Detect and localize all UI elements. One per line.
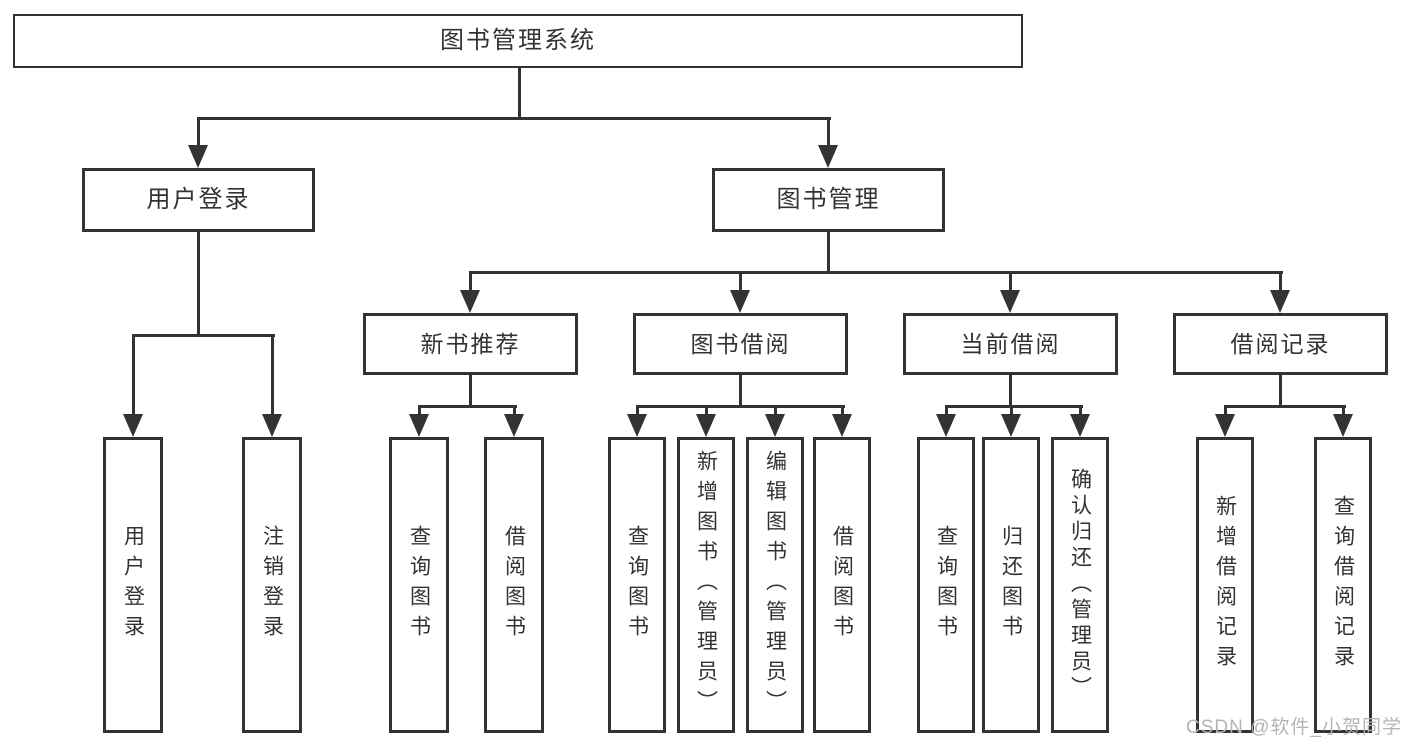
connector-drop-query-books-1 — [418, 406, 421, 420]
leaf-edit-books-admin: 编辑图书（管理员） — [746, 437, 804, 733]
arrow-query-record — [1333, 414, 1353, 437]
leaf-label: 编辑图书（管理员） — [763, 450, 787, 720]
connector-drop-current-borrow — [1009, 272, 1012, 294]
leaf-label: 新增图书（管理员） — [694, 450, 718, 720]
leaf-label: 确认归还（管理员） — [1068, 468, 1092, 702]
leaf-label: 查询图书 — [934, 525, 958, 645]
leaf-label: 查询图书 — [407, 525, 431, 645]
node-label: 用户登录 — [146, 186, 251, 213]
node-label: 新书推荐 — [420, 330, 521, 357]
leaf-label: 注销登录 — [260, 525, 284, 645]
connector-drop-query-books-3 — [945, 406, 948, 420]
connector-userlogin-bar — [132, 334, 275, 337]
arrow-current-borrow — [1000, 290, 1020, 313]
node-label: 图书管理系统 — [440, 27, 596, 54]
connector-currentborrow-bar — [945, 405, 1083, 408]
connector-currentborrow-stem — [1009, 375, 1012, 406]
leaf-user-login: 用户登录 — [103, 437, 163, 733]
leaf-label: 借阅图书 — [830, 525, 854, 645]
arrow-book-management — [818, 145, 838, 168]
arrow-edit-books — [765, 414, 785, 437]
connector-drop-borrow-books-1 — [513, 406, 516, 420]
connector-drop-book-borrow — [739, 272, 742, 294]
connector-drop-query-record — [1342, 406, 1345, 420]
node-current-borrowing: 当前借阅 — [903, 313, 1118, 375]
arrow-borrow-records — [1270, 290, 1290, 313]
arrow-return-books — [1001, 414, 1021, 437]
connector-drop-book-management — [827, 118, 830, 150]
connector-drop-confirm-return — [1079, 406, 1082, 420]
node-label: 图书管理 — [776, 186, 881, 213]
leaf-label: 新增借阅记录 — [1213, 495, 1237, 675]
node-label: 借阅记录 — [1230, 330, 1331, 357]
leaf-query-borrow-record: 查询借阅记录 — [1314, 437, 1372, 733]
leaf-borrow-books: 借阅图书 — [813, 437, 871, 733]
connector-bookmgmt-bar — [469, 271, 1283, 274]
arrow-query-books-2 — [627, 414, 647, 437]
connector-drop-login — [132, 335, 135, 420]
arrow-query-books-3 — [936, 414, 956, 437]
connector-drop-add-books — [705, 406, 708, 420]
connector-drop-add-record — [1224, 406, 1227, 420]
connector-records-stem — [1279, 375, 1282, 406]
leaf-label: 归还图书 — [999, 525, 1023, 645]
arrow-query-books-1 — [409, 414, 429, 437]
arrow-login — [123, 414, 143, 437]
connector-drop-new-books — [469, 272, 472, 294]
connector-newbooks-stem — [469, 375, 472, 406]
arrow-user-login — [188, 145, 208, 168]
node-label: 当前借阅 — [960, 330, 1061, 357]
leaf-return-books: 归还图书 — [982, 437, 1040, 733]
connector-drop-return-books — [1010, 406, 1013, 420]
arrow-book-borrow — [730, 290, 750, 313]
node-library-management-system: 图书管理系统 — [13, 14, 1023, 68]
connector-drop-query-books-2 — [636, 406, 639, 420]
connector-drop-user-login — [197, 118, 200, 150]
arrow-logout — [262, 414, 282, 437]
connector-root-stem — [518, 68, 521, 118]
leaf-borrow-books-recommend: 借阅图书 — [484, 437, 544, 733]
connector-drop-logout — [271, 335, 274, 420]
node-label: 图书借阅 — [690, 330, 791, 357]
connector-drop-edit-books — [774, 406, 777, 420]
arrow-new-books — [460, 290, 480, 313]
connector-bookmgmt-stem — [827, 232, 830, 272]
csdn-watermark: CSDN @软件_小贺同学 — [1186, 717, 1402, 738]
arrow-borrow-books-2 — [832, 414, 852, 437]
connector-bookborrow-bar — [636, 405, 845, 408]
node-book-management: 图书管理 — [712, 168, 945, 232]
leaf-label: 查询图书 — [625, 525, 649, 645]
leaf-add-books-admin: 新增图书（管理员） — [677, 437, 735, 733]
leaf-logout-login: 注销登录 — [242, 437, 302, 733]
leaf-label: 用户登录 — [121, 525, 145, 645]
leaf-add-borrow-record: 新增借阅记录 — [1196, 437, 1254, 733]
node-borrowing-records: 借阅记录 — [1173, 313, 1388, 375]
node-new-book-recommendation: 新书推荐 — [363, 313, 578, 375]
leaf-query-books-borrow: 查询图书 — [608, 437, 666, 733]
leaf-confirm-return-admin: 确认归还（管理员） — [1051, 437, 1109, 733]
connector-drop-borrow-books-2 — [841, 406, 844, 420]
connector-root-bar — [197, 117, 831, 120]
arrow-borrow-books-1 — [504, 414, 524, 437]
leaf-label: 借阅图书 — [502, 525, 526, 645]
leaf-query-books-current: 查询图书 — [917, 437, 975, 733]
arrow-add-books — [696, 414, 716, 437]
arrow-confirm-return — [1070, 414, 1090, 437]
leaf-query-books-recommend: 查询图书 — [389, 437, 449, 733]
connector-userlogin-stem — [197, 232, 200, 335]
node-user-login: 用户登录 — [82, 168, 315, 232]
connector-records-bar — [1224, 405, 1346, 408]
connector-newbooks-bar — [418, 405, 517, 408]
connector-bookborrow-stem — [739, 375, 742, 406]
node-book-borrowing: 图书借阅 — [633, 313, 848, 375]
arrow-add-record — [1215, 414, 1235, 437]
connector-drop-borrow-records — [1279, 272, 1282, 294]
leaf-label: 查询借阅记录 — [1331, 495, 1355, 675]
